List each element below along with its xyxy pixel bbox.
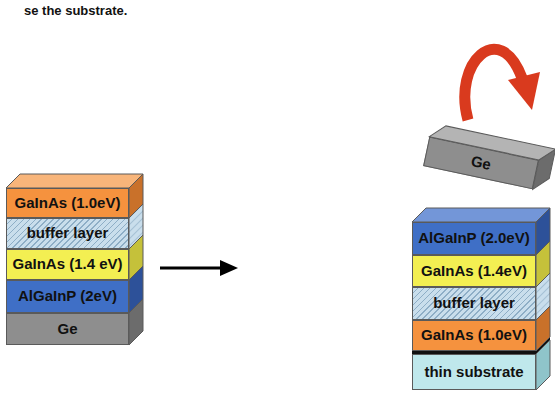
buffer-layer: buffer layer bbox=[6, 218, 129, 249]
layer-label: GaInAs (1.4 eV) bbox=[12, 256, 122, 273]
layer-label: GaInAs (1.0eV) bbox=[421, 327, 527, 344]
process-arrow bbox=[160, 267, 222, 270]
layer-label: Ge bbox=[57, 321, 77, 338]
gainas-layer: GaInAs (1.0eV) bbox=[412, 320, 536, 351]
layer-label: GaInAs (1.0eV) bbox=[15, 195, 121, 212]
buffer-layer: buffer layer bbox=[412, 287, 536, 320]
process-arrowhead bbox=[220, 260, 238, 276]
layer-label: AlGaInP (2.0eV) bbox=[418, 230, 529, 247]
caption-fragment: se the substrate. bbox=[24, 3, 127, 18]
layer-label: buffer layer bbox=[433, 295, 515, 312]
ge-substrate-removed: Ge bbox=[423, 137, 539, 190]
gainas-layer: GaInAs (1.4eV) bbox=[412, 255, 536, 287]
layer-side-face bbox=[129, 299, 143, 345]
thin-substrate: thin substrate bbox=[412, 354, 536, 390]
lift-off-arrowhead bbox=[508, 72, 540, 110]
layer-label: AlGaInP (2eV) bbox=[18, 288, 117, 305]
algainp-layer: AlGaInP (2.0eV) bbox=[412, 222, 536, 255]
ge-substrate: Ge bbox=[6, 313, 129, 345]
layer-label: Ge bbox=[469, 153, 492, 173]
layer-label: GaInAs (1.4eV) bbox=[421, 263, 527, 280]
gainas-layer: GaInAs (1.4 eV) bbox=[6, 249, 129, 280]
algainp-layer: AlGaInP (2eV) bbox=[6, 280, 129, 313]
layer-label: thin substrate bbox=[424, 364, 523, 381]
layer-side-face bbox=[536, 340, 550, 390]
layer-top-face bbox=[412, 208, 550, 222]
gainas-layer: GaInAs (1.0eV) bbox=[6, 188, 129, 218]
layer-label: buffer layer bbox=[27, 225, 109, 242]
layer-top-face bbox=[6, 174, 143, 188]
